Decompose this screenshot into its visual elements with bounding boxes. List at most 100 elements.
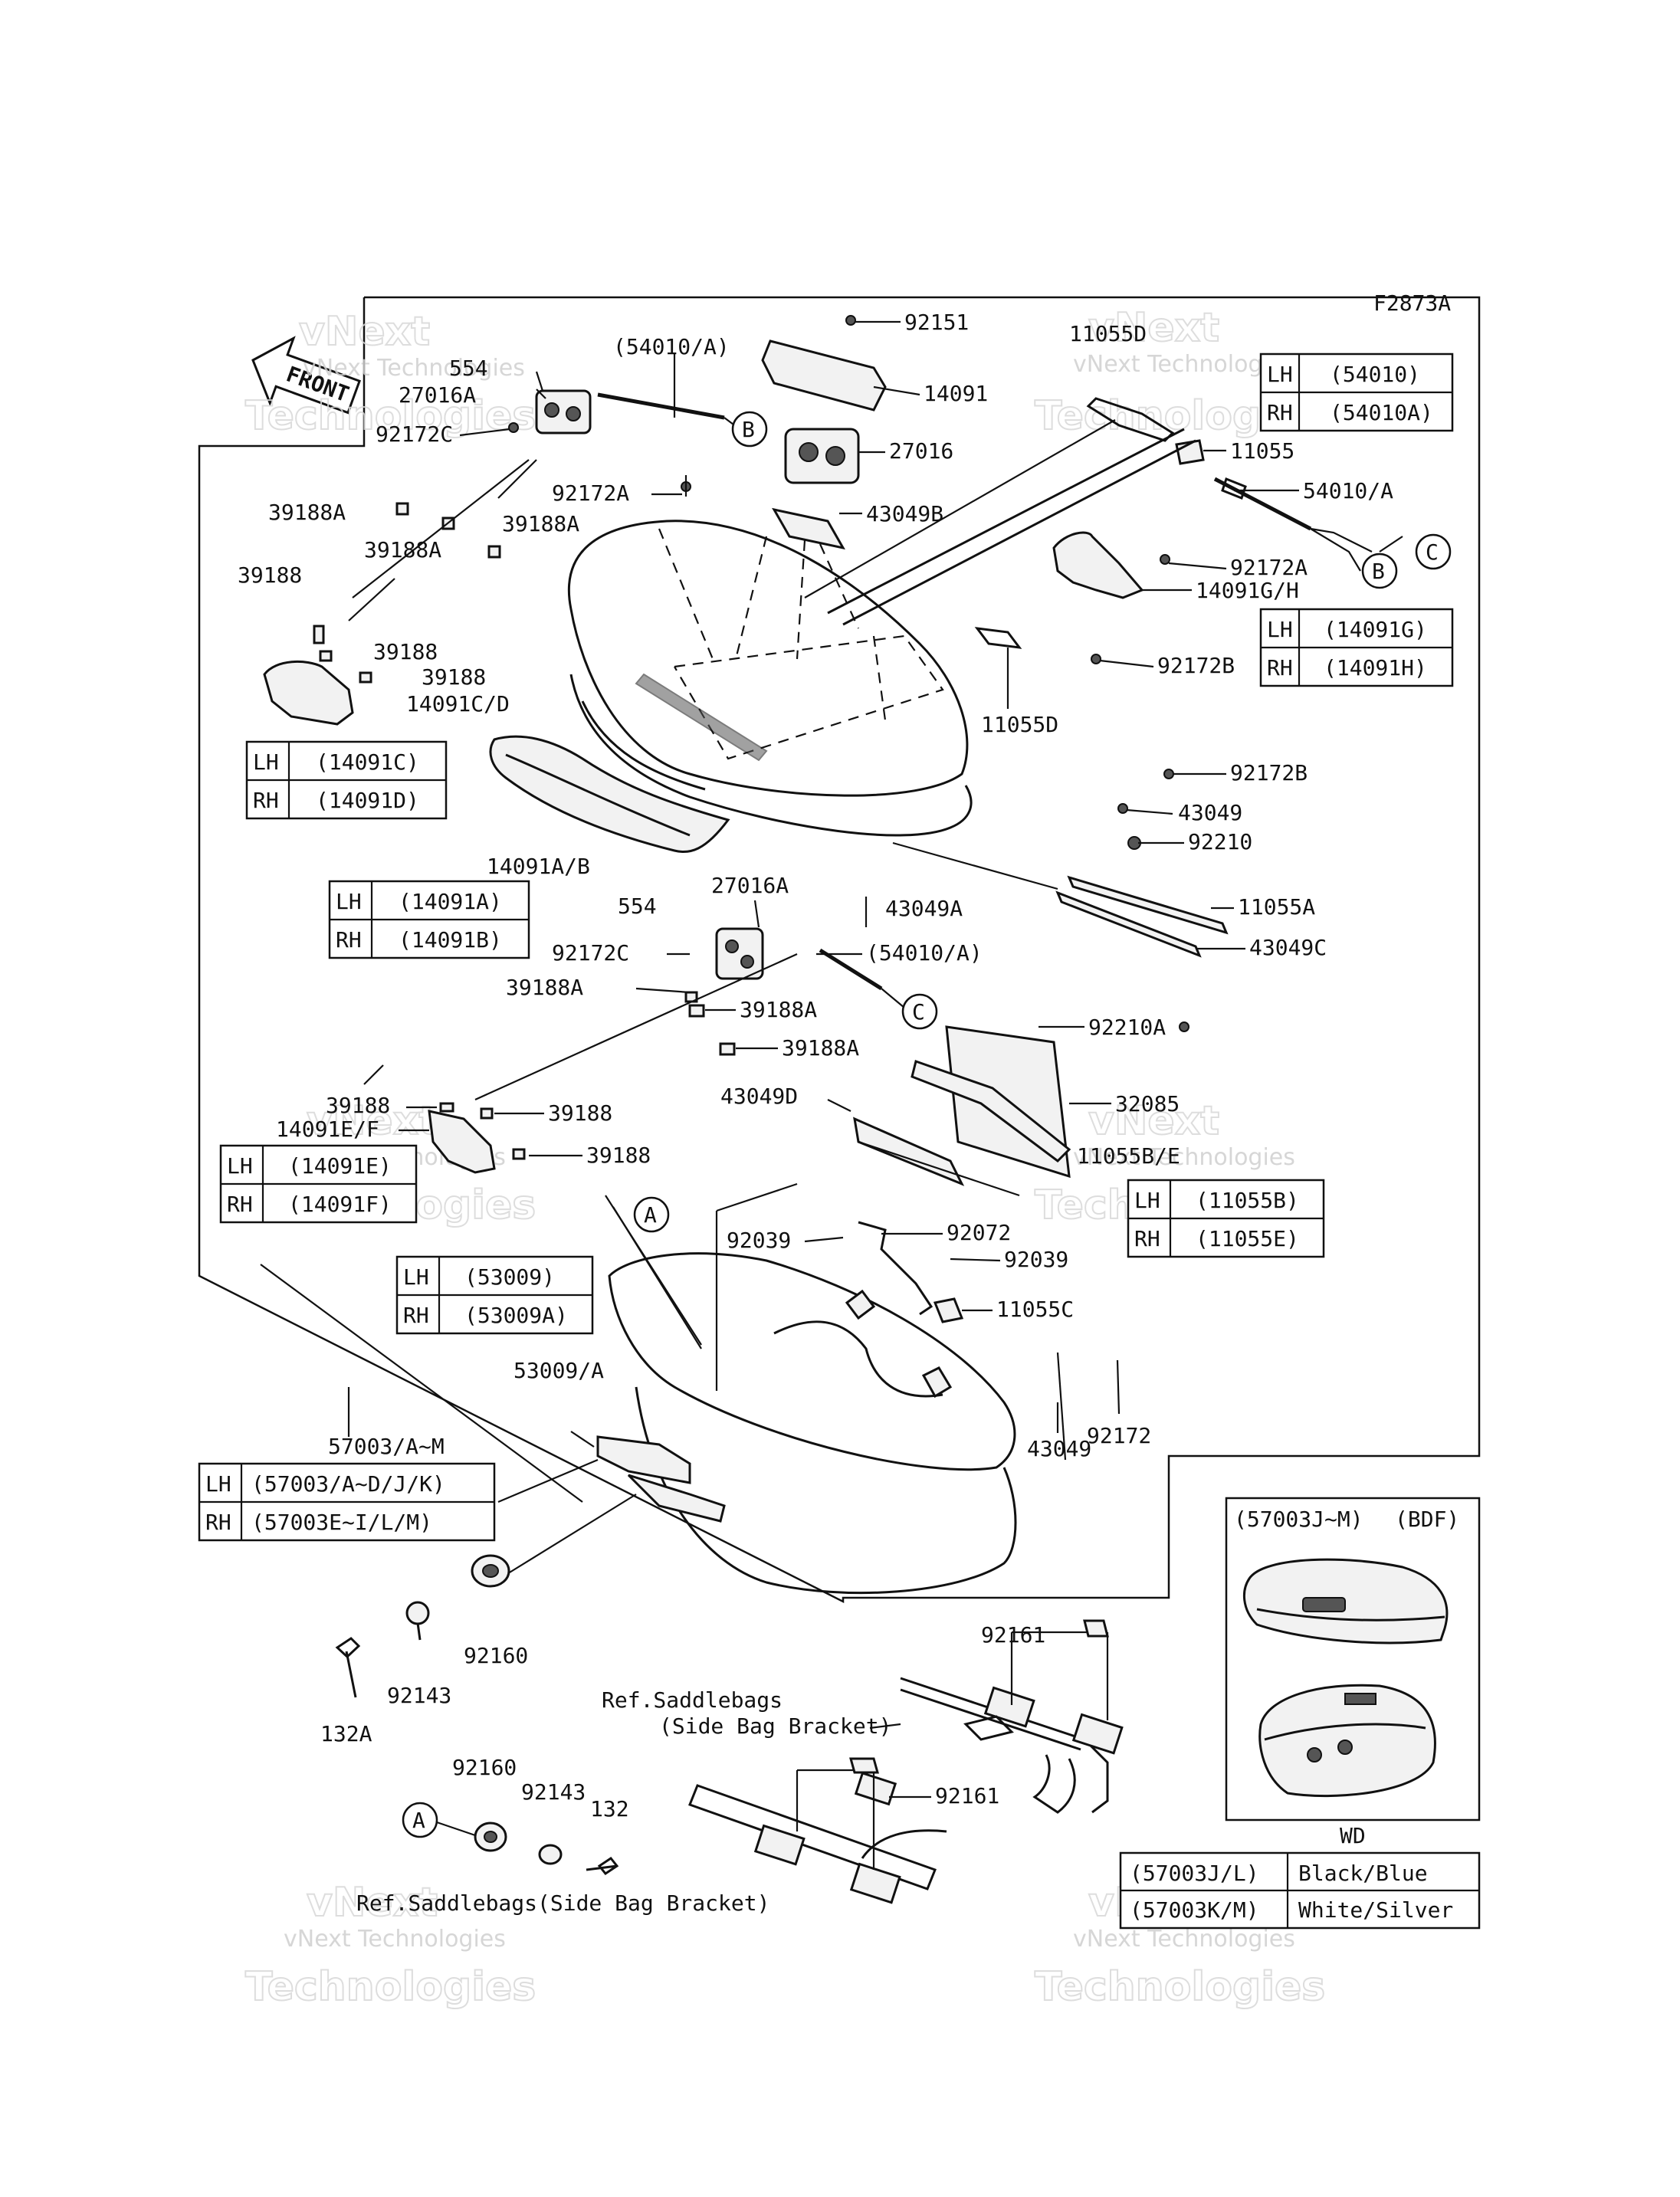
svg-text:(14091D): (14091D) [316, 788, 419, 813]
svg-text:27016: 27016 [889, 438, 953, 464]
svg-text:92210: 92210 [1188, 829, 1252, 854]
svg-text:(53009A): (53009A) [464, 1303, 568, 1328]
dashed-guides [658, 528, 887, 721]
label-leaders [399, 320, 1299, 1799]
hinge-11055d [1086, 397, 1175, 442]
svg-text:C: C [1426, 539, 1439, 565]
svg-text:43049D: 43049D [720, 1084, 798, 1109]
svg-text:vNext Technologies: vNext Technologies [1073, 351, 1295, 378]
svg-text:132: 132 [590, 1796, 629, 1822]
svg-text:39188A: 39188A [740, 997, 817, 1022]
svg-text:vNext: vNext [307, 1880, 438, 1926]
svg-text:Ref.Saddlebags: Ref.Saddlebags [602, 1687, 783, 1713]
svg-text:A: A [412, 1808, 425, 1833]
svg-text:LH: LH [227, 1153, 253, 1179]
svg-text:vNext Technologies: vNext Technologies [303, 355, 525, 382]
svg-text:92039: 92039 [1004, 1247, 1068, 1272]
svg-text:14091C/D: 14091C/D [406, 691, 510, 716]
svg-text:RH: RH [1267, 655, 1293, 680]
plate-43049b [772, 507, 845, 550]
svg-text:43049A: 43049A [885, 896, 963, 921]
svg-text:14091A/B: 14091A/B [487, 854, 590, 879]
fasteners-top [508, 315, 1189, 1032]
cover-14091ef [428, 1110, 496, 1174]
svg-text:132A: 132A [320, 1721, 372, 1746]
svg-text:(54010/A): (54010/A) [866, 940, 983, 966]
svg-text:39188A: 39188A [268, 500, 346, 525]
svg-text:11055A: 11055A [1238, 894, 1315, 920]
svg-text:11055D: 11055D [1069, 321, 1147, 346]
cable-54010a-mid [819, 948, 883, 991]
rail-43049a [827, 428, 1185, 615]
svg-text:LH: LH [205, 1471, 231, 1497]
bracket-11055c [933, 1297, 964, 1323]
svg-text:LH: LH [1267, 362, 1293, 387]
svg-text:53009/A: 53009/A [514, 1358, 604, 1383]
svg-text:LH: LH [336, 889, 362, 914]
rail-11055a [1067, 875, 1229, 935]
svg-text:vNext Technologies: vNext Technologies [1073, 1144, 1295, 1171]
svg-text:RH: RH [253, 788, 279, 813]
svg-text:39188A: 39188A [506, 975, 583, 1000]
svg-text:LH: LH [403, 1264, 429, 1290]
svg-text:(57003J/L): (57003J/L) [1130, 1861, 1259, 1886]
svg-text:92210A: 92210A [1088, 1015, 1166, 1040]
cover-14091gh [1052, 531, 1144, 599]
svg-text:57003/A~M: 57003/A~M [328, 1434, 445, 1459]
cover-14091 [761, 339, 887, 412]
svg-text:(14091H): (14091H) [1324, 655, 1427, 680]
svg-text:92172C: 92172C [376, 421, 453, 447]
table-54010: LH (54010) RH (54010A) [1259, 353, 1454, 432]
table-14091ef: LH (14091E) RH (14091F) [219, 1144, 418, 1224]
svg-text:(54010A): (54010A) [1330, 400, 1433, 425]
svg-text:LH: LH [253, 749, 279, 775]
callout-c-right: C [1415, 533, 1452, 570]
trim-14091ab [489, 735, 730, 854]
svg-text:92161: 92161 [981, 1622, 1045, 1648]
svg-text:39188A: 39188A [364, 537, 441, 562]
table-14091gh: LH (14091G) RH (14091H) [1259, 608, 1454, 687]
svg-text:39188: 39188 [326, 1093, 390, 1118]
svg-text:(Side Bag Bracket): (Side Bag Bracket) [659, 1713, 891, 1739]
svg-text:A: A [644, 1202, 657, 1228]
side-bag-bracket [688, 1619, 1124, 1904]
table-14091ab: LH (14091A) RH (14091B) [328, 880, 530, 959]
svg-text:(14091F): (14091F) [288, 1192, 392, 1217]
cover-14091cd [263, 660, 354, 726]
svg-text:vNext: vNext [299, 309, 430, 355]
svg-text:(BDF): (BDF) [1395, 1507, 1459, 1532]
svg-text:11055: 11055 [1230, 438, 1294, 464]
svg-text:92039: 92039 [727, 1228, 791, 1253]
svg-text:(11055E): (11055E) [1196, 1226, 1299, 1251]
svg-text:White/Silver: White/Silver [1298, 1897, 1453, 1923]
svg-text:554: 554 [618, 894, 657, 919]
svg-text:vNext Technologies: vNext Technologies [1073, 1926, 1295, 1953]
svg-text:39188: 39188 [586, 1143, 651, 1168]
svg-text:39188: 39188 [422, 664, 486, 690]
svg-text:11055B/E: 11055B/E [1077, 1143, 1180, 1169]
cable-54010a-right [1213, 477, 1312, 531]
svg-text:92172A: 92172A [1230, 555, 1308, 580]
svg-text:32085: 32085 [1115, 1091, 1180, 1117]
svg-text:LH: LH [1134, 1188, 1160, 1213]
svg-text:39188: 39188 [548, 1100, 612, 1126]
svg-text:(57003/A~D/J/K): (57003/A~D/J/K) [251, 1471, 445, 1497]
svg-text:14091G/H: 14091G/H [1196, 578, 1299, 603]
svg-text:WD: WD [1340, 1823, 1366, 1848]
table-53009: LH (53009) RH (53009A) [395, 1255, 594, 1335]
cable-54010a-top [597, 392, 725, 420]
svg-text:43049B: 43049B [866, 501, 943, 526]
svg-text:92161: 92161 [935, 1783, 999, 1808]
table-14091cd: LH (14091C) RH (14091D) [245, 740, 448, 820]
callout-a-bottom: A [402, 1802, 438, 1838]
svg-text:(54010/A): (54010/A) [613, 334, 730, 359]
svg-text:92172B: 92172B [1230, 760, 1308, 785]
callout-c-mid: C [901, 993, 938, 1030]
svg-text:(54010): (54010) [1330, 362, 1420, 387]
svg-text:14091: 14091 [924, 381, 988, 406]
callout-a-mid: A [633, 1196, 670, 1233]
svg-text:Black/Blue: Black/Blue [1298, 1861, 1428, 1886]
svg-text:92172: 92172 [1087, 1423, 1151, 1448]
svg-text:92172C: 92172C [552, 940, 629, 966]
